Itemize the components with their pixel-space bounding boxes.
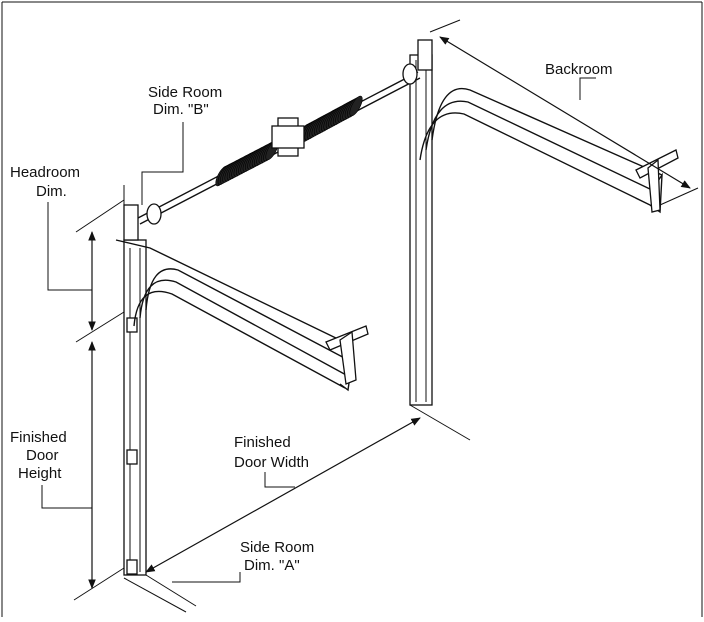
backroom-dimension: Backroom — [429, 19, 699, 206]
spring-coil — [349, 95, 363, 117]
right-horizontal-track — [419, 88, 663, 214]
left-horizontal-track — [115, 239, 353, 392]
side-room-b-label-1: Side Room — [148, 84, 222, 101]
finished-height-label-3: Height — [18, 465, 62, 482]
backroom-label: Backroom — [545, 61, 613, 78]
side-room-a-label-2: Dim. "A" — [244, 557, 300, 574]
finished-height-dimension: Finished Door Height — [10, 341, 125, 601]
finished-height-label-1: Finished — [10, 429, 67, 446]
side-room-b-label-2: Dim. "B" — [153, 101, 209, 118]
side-room-a-label-1: Side Room — [240, 539, 314, 556]
finished-width-label-2: Door Width — [234, 454, 309, 471]
side-room-b-dimension: Side Room Dim. "B" — [123, 84, 222, 232]
finished-width-dimension: Finished Door Width — [145, 404, 471, 573]
left-rear-hanger — [325, 325, 369, 385]
finished-height-label-2: Door — [26, 447, 59, 464]
headroom-label-1: Headroom — [10, 164, 80, 181]
right-vertical-track — [409, 39, 433, 406]
left-vertical-track — [123, 204, 147, 576]
headroom-dimension: Headroom Dim. — [10, 164, 125, 343]
center-bracket — [271, 117, 305, 157]
headroom-label-2: Dim. — [36, 183, 67, 200]
finished-width-label-1: Finished — [234, 434, 291, 451]
side-room-a-dimension: Side Room Dim. "A" — [123, 539, 314, 613]
torsion-spring — [215, 95, 363, 187]
